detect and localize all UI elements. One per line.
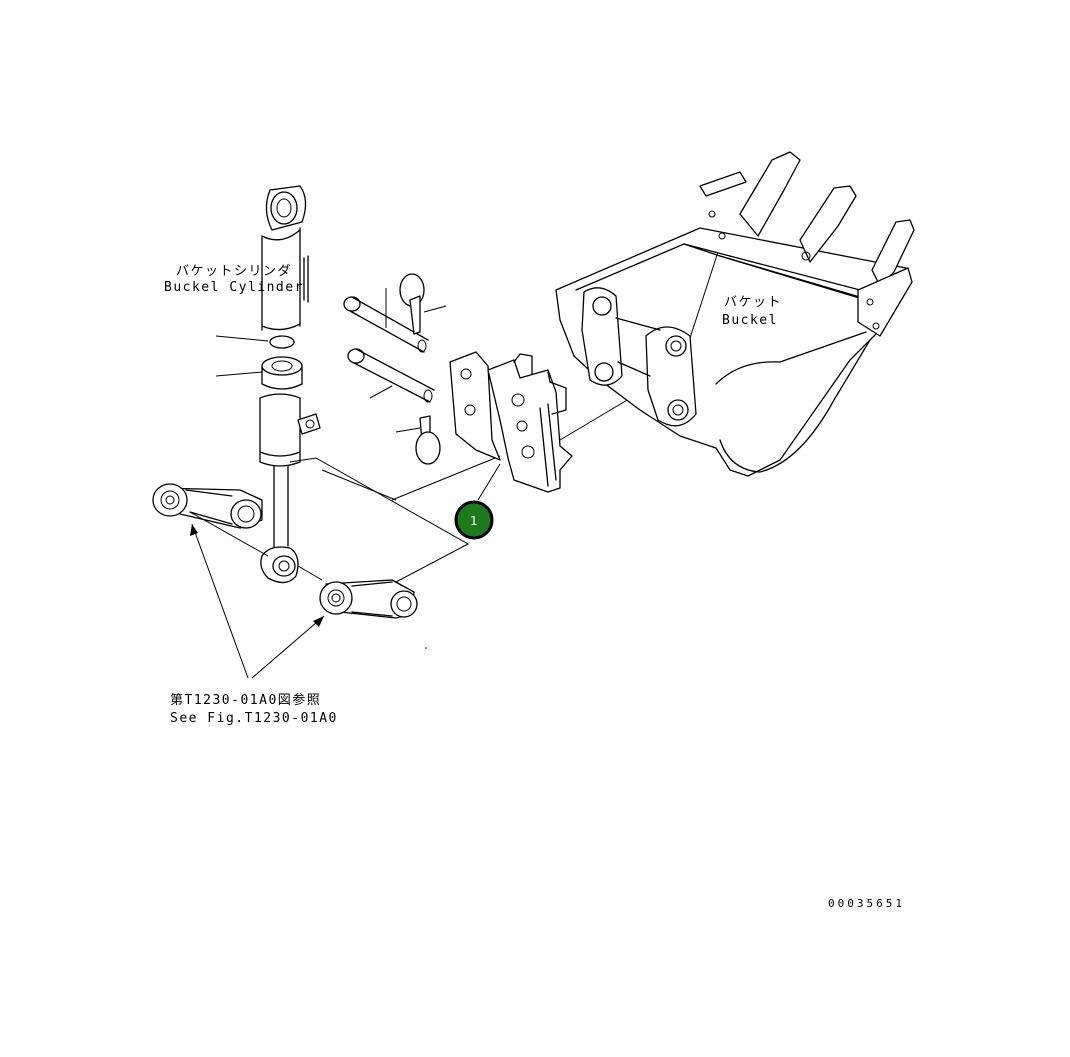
pin-lower [347, 348, 435, 403]
bucket-cylinder-label-en: Buckel Cylinder [164, 280, 304, 295]
see-fig-label-en: See Fig.T1230-01A0 [170, 711, 338, 726]
o-ring [215, 335, 295, 349]
see-fig-label-jp: 第T1230-01A0図参照 [170, 692, 321, 708]
assembly-centerlines [189, 395, 635, 583]
cylinder-rod-end [259, 393, 321, 584]
bolt-lower [395, 415, 441, 465]
callout-1-number: 1 [470, 514, 478, 528]
coupler-bracket [449, 351, 573, 493]
pin-upper [343, 288, 429, 353]
bolt-upper [399, 273, 447, 335]
link-lower [319, 579, 418, 619]
bucket-label-jp: バケット [724, 295, 782, 310]
bucket-cylinder [261, 185, 309, 331]
reference-arrows [190, 523, 427, 679]
bucket-label-en: Buckel [722, 313, 778, 328]
callout-1[interactable]: 1 [454, 500, 494, 540]
bucket [555, 151, 915, 477]
bucket-cylinder-label-jp: バケットシリンダ [176, 264, 292, 279]
drawing-number: 00035651 [828, 897, 905, 910]
link-left [152, 483, 263, 529]
callout-1-circle[interactable] [454, 500, 494, 540]
spacer-collar [215, 356, 303, 390]
